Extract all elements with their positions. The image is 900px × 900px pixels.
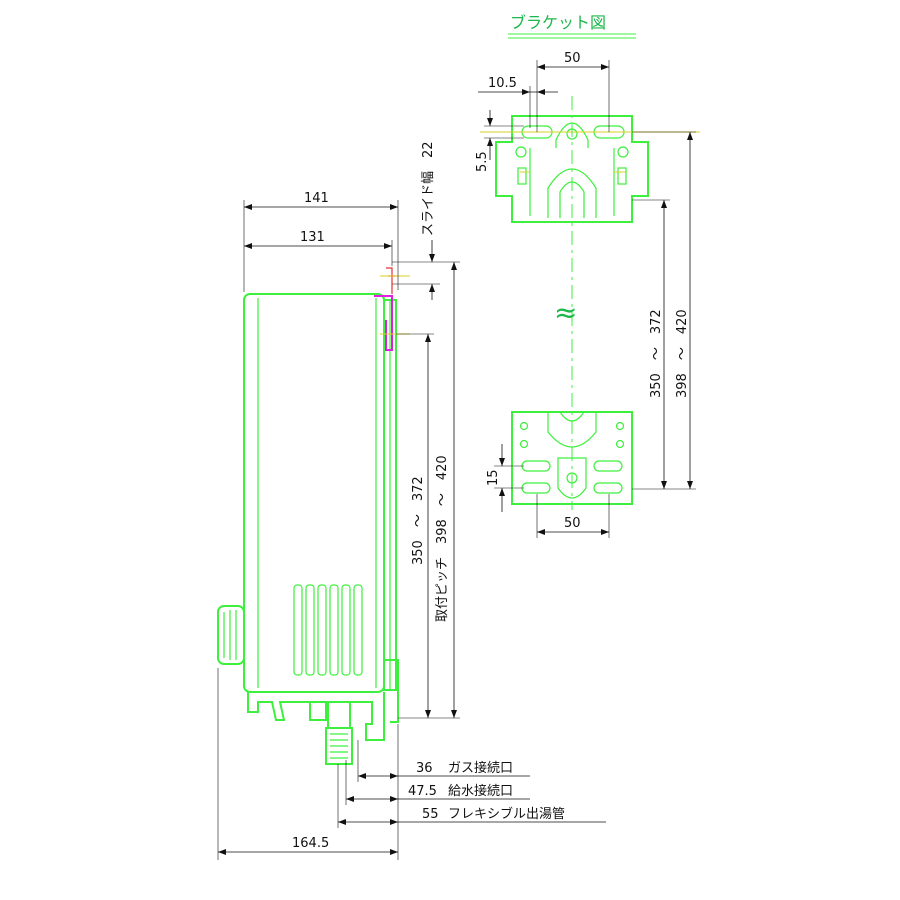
dim-depth: 164.5 <box>292 836 329 851</box>
water-fitting <box>327 701 351 729</box>
break-symbol: ≈ <box>554 296 577 329</box>
dim-slot-height: 5.5 <box>475 151 490 172</box>
drawing-title: ブラケット図 <box>510 13 606 32</box>
dim-gas-label: ガス接続口 <box>448 760 513 776</box>
dim-range-inner: 350 ～ 372 <box>649 309 664 398</box>
vent-grille <box>293 584 363 676</box>
dim-top-spacing: 50 <box>564 51 581 66</box>
dim-flex-value: 55 <box>422 807 439 822</box>
dim-water-label: 給水接続口 <box>448 783 513 799</box>
dim-bottom-slot: 15 <box>486 469 501 486</box>
gas-fitting <box>309 701 327 721</box>
dim-slide-width: スライド幅 22 <box>421 141 436 236</box>
dim-gas-value: 36 <box>416 761 433 776</box>
bracket-view: ≈ 50 10.5 <box>475 51 700 538</box>
dim-range-outer: 398 ～ 420 <box>675 309 690 398</box>
wall-bracket-highlight <box>374 295 393 351</box>
dim-flex-label: フレキシブル出湯管 <box>448 806 565 822</box>
control-knob <box>217 605 245 665</box>
dim-pitch-range: 350 ～ 372 <box>411 476 426 565</box>
dim-offset: 10.5 <box>488 76 517 91</box>
bottom-bracket <box>511 411 633 505</box>
bottom-base <box>247 692 385 741</box>
dim-water-value: 47.5 <box>408 784 437 799</box>
side-view: 141 131 スライド幅 22 350 ～ 372 取付ピッチ 398 ～ 4… <box>217 141 606 860</box>
dim-131: 131 <box>300 230 325 245</box>
hot-water-fitting <box>325 727 353 765</box>
dim-bottom-spacing: 50 <box>564 516 581 531</box>
dim-pitch-label: 取付ピッチ 398 ～ 420 <box>435 455 450 622</box>
bracket-hook <box>386 267 396 294</box>
rear-lower-step <box>384 659 399 723</box>
dim-141: 141 <box>304 191 329 206</box>
